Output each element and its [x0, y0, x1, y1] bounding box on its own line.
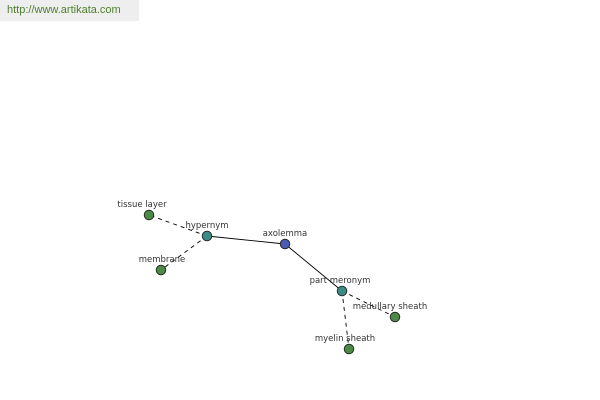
node-marker-membrane[interactable] [155, 264, 167, 276]
node-part-meronym[interactable]: part meronym [310, 276, 371, 297]
node-hypernym[interactable]: hypernym [185, 221, 229, 242]
node-marker-medullary-sheath[interactable] [389, 311, 401, 323]
node-label-medullary-sheath: medullary sheath [353, 302, 427, 312]
node-medullary-sheath[interactable]: medullary sheath [353, 302, 427, 323]
node-myelin-sheath[interactable]: myelin sheath [315, 334, 375, 355]
edge-axolemma-hypernym [206, 235, 286, 245]
node-marker-tissue-layer[interactable] [143, 209, 155, 221]
node-label-tissue-layer: tissue layer [117, 200, 167, 210]
edge-hypernym-tissue-layer [148, 214, 208, 237]
edge-axolemma-part-meronym [284, 243, 343, 292]
node-label-hypernym: hypernym [185, 221, 228, 231]
node-label-axolemma: axolemma [263, 229, 308, 239]
node-tissue-layer[interactable]: tissue layer [117, 200, 167, 221]
node-membrane[interactable]: membrane [139, 255, 186, 276]
node-marker-part-meronym[interactable] [336, 285, 348, 297]
edge-part-meronym-medullary-sheath [341, 290, 396, 318]
nodes-layer: axolemma hypernym part meronym tissue layer… [117, 200, 427, 355]
node-marker-myelin-sheath[interactable] [343, 343, 355, 355]
node-marker-hypernym[interactable] [201, 230, 213, 242]
node-label-myelin-sheath: myelin sheath [315, 334, 375, 344]
node-marker-axolemma[interactable] [279, 238, 291, 250]
source-link[interactable]: http://www.artikata.com [7, 4, 121, 16]
node-label-membrane: membrane [139, 255, 186, 265]
node-label-part-meronym: part meronym [310, 276, 371, 286]
source-bar: http://www.artikata.com [0, 0, 139, 21]
node-axolemma[interactable]: axolemma [263, 229, 308, 250]
edges-layer [148, 214, 396, 350]
edge-hypernym-membrane [160, 235, 208, 271]
edge-part-meronym-myelin-sheath [341, 290, 350, 350]
